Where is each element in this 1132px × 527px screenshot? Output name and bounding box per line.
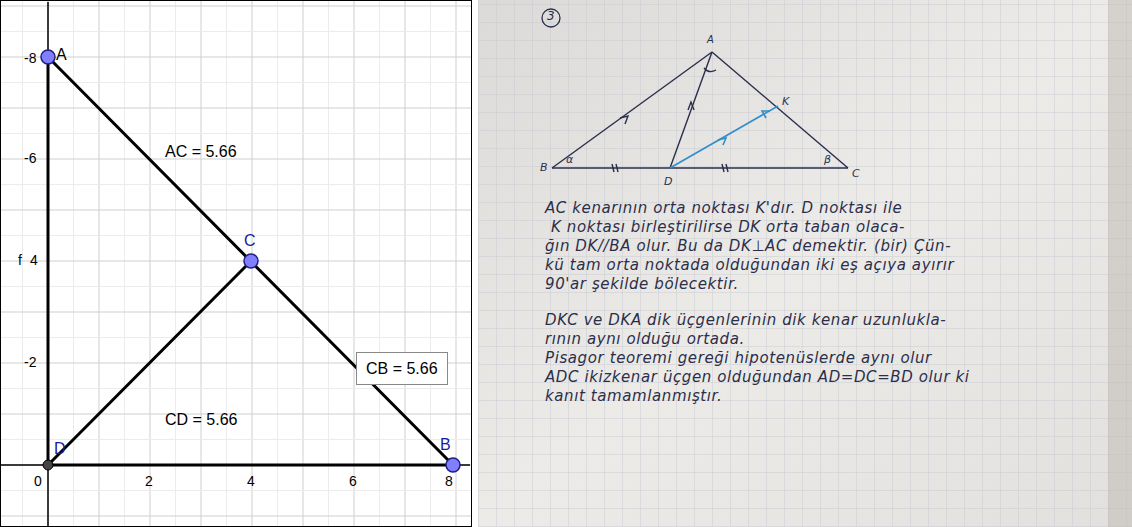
function-label: f [18, 253, 22, 268]
axis-number: 4 [30, 253, 38, 268]
y-axis [47, 2, 49, 526]
point [41, 50, 55, 64]
angle-label: β [824, 154, 831, 166]
point-label: B [440, 436, 451, 454]
handwritten-line: kü tam orta noktada olduğundan iki eş aç… [545, 257, 954, 274]
axis-number: -6 [24, 151, 36, 166]
sketch-label: D [664, 176, 672, 188]
axis-number: -8 [24, 51, 36, 66]
sketch-median [670, 106, 778, 168]
axis-number: 2 [145, 474, 153, 489]
notebook-photo [478, 0, 1132, 527]
point [244, 254, 258, 268]
sketch-label: C [852, 168, 860, 180]
number-circle [542, 9, 560, 27]
sketch-label: B [540, 162, 548, 174]
handwritten-line: AC kenarının orta noktası K'dır. D nokta… [545, 200, 902, 217]
grid [1, 1, 471, 526]
photo-edge [1108, 0, 1132, 527]
length-label: CD = 5.66 [165, 411, 237, 429]
point [446, 458, 460, 472]
handwritten-line: K noktası birleştirilirse DK orta taban … [551, 219, 905, 236]
handwritten-line: DKC ve DKA dik üçgenlerinin dik kenar uz… [545, 312, 946, 329]
value-box: CB = 5.66 [356, 352, 448, 385]
box-text: CB = 5.66 [366, 360, 438, 378]
handwritten-line: kanıt tamamlanmıştır. [545, 388, 722, 405]
handwritten-line: 90'ar şekilde bölecektir. [545, 276, 739, 293]
angle-label: α [566, 154, 573, 166]
point-label: A [56, 46, 67, 64]
axis-number: 0 [34, 474, 42, 489]
sketch-triangle [552, 52, 848, 172]
sketch-label: A [707, 34, 714, 45]
sketch-label: K [782, 96, 789, 108]
handwritten-line: rının aynı olduğu ortada. [545, 331, 745, 348]
point [43, 460, 53, 470]
panel-frame [1, 1, 472, 527]
handwritten-line: Pisagor teoremi gereği hipotenüslerde ay… [545, 350, 932, 367]
axis-number: 4 [247, 474, 255, 489]
axis-number: 8 [445, 474, 453, 489]
handwritten-line: ADC ikizkenar üçgen olduğundan AD=DC=BD … [545, 369, 970, 386]
problem-number: 3 [547, 10, 555, 23]
handwritten-line: ğın DK//BA olur. Bu da DK⊥AC demektir. (… [545, 238, 951, 255]
axis-number: 6 [349, 474, 357, 489]
x-axis [1, 464, 470, 466]
point-label: D [54, 440, 66, 458]
length-label: AC = 5.66 [165, 143, 237, 161]
triangle [48, 57, 453, 465]
axis-number: -2 [24, 355, 36, 370]
point-label: C [244, 232, 256, 250]
notebook-grid [478, 0, 1132, 527]
